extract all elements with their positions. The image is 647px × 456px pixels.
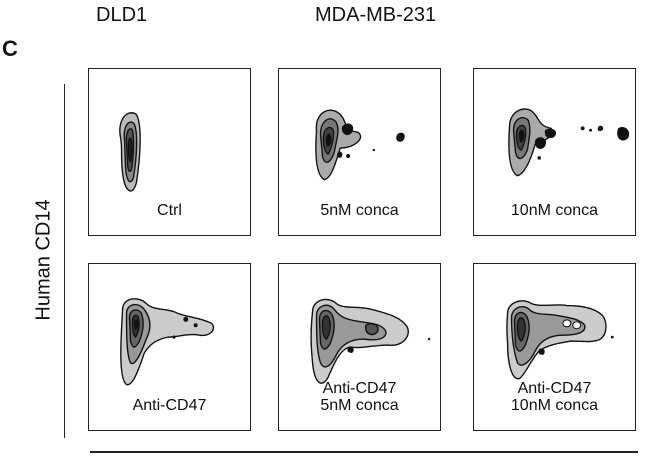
contour-plot-10nm-conca	[508, 108, 630, 177]
plot-anti-cd47-10nm-conca: Anti-CD47 10nM conca	[473, 263, 636, 431]
header-dld1: DLD1	[96, 4, 148, 26]
plot-label: Ctrl	[157, 202, 182, 219]
contour-plot-anti-cd47	[120, 298, 215, 386]
plot-5nm-conca: 5nM conca	[278, 68, 441, 236]
plot-label: 10nM conca	[510, 202, 599, 219]
plot-label: Anti-CD47	[132, 397, 207, 414]
plot-label: Anti-CD47 5nM conca	[320, 380, 399, 414]
plot-ctrl: Ctrl	[88, 68, 251, 236]
plot-label: Anti-CD47 10nM conca	[510, 380, 599, 414]
contour-plot-anti-cd47-5nm-conca	[310, 298, 431, 384]
panel-letter: C	[2, 36, 18, 61]
y-axis-label: Human CD14	[32, 199, 55, 321]
plot-anti-cd47: Anti-CD47	[88, 263, 251, 431]
plot-label: 5nM conca	[320, 202, 399, 219]
contour-plot-ctrl	[119, 112, 141, 192]
contour-plot-5nm-conca	[315, 109, 405, 181]
header-mda-mb-231: MDA-MB-231	[315, 4, 437, 26]
x-axis-line	[90, 451, 638, 453]
plot-anti-cd47-5nm-conca: Anti-CD47 5nM conca	[278, 263, 441, 431]
plot-10nm-conca: 10nM conca	[473, 68, 636, 236]
contour-plot-anti-cd47-10nm-conca	[506, 300, 614, 380]
y-axis-line	[64, 84, 65, 438]
